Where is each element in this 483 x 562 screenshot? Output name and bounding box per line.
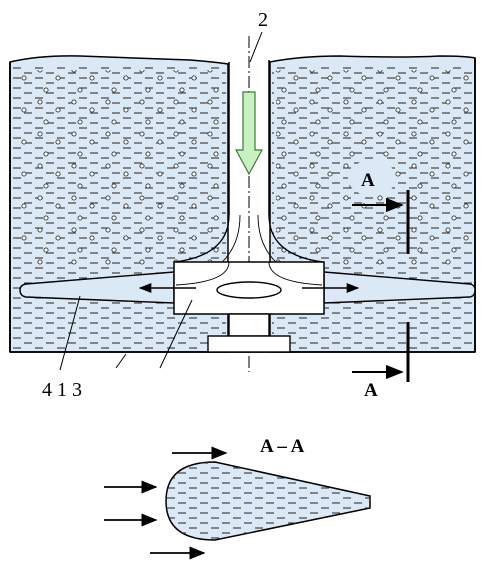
green-flow-arrow [234,91,264,176]
hub-opening [216,281,282,299]
blade-right [323,271,476,304]
section-profile-dashes [166,462,370,540]
blade-left [19,271,175,304]
section-label-upper: A [361,170,375,191]
pipe-flare-right [268,214,324,263]
section-view: A – A [104,436,371,560]
leader-1 [115,353,127,369]
base-plate [207,335,291,353]
section-title: A – A [260,436,305,457]
callouts: 4 1 3 [42,295,193,401]
section-label-backdrop [348,160,396,196]
hub-box [173,261,325,315]
shaft-collar [228,313,270,337]
impeller [19,261,476,353]
tank [9,55,476,353]
hub-flow-right [268,261,323,286]
tank-bubbles-left [16,70,222,266]
pipe-number-label: 2 [258,9,268,31]
pipe-flare-left [174,214,230,263]
section-marker-lower: A [352,322,410,401]
leader-4 [59,295,81,371]
section-marker-upper: A [348,160,410,254]
hub-flow-left [175,261,230,286]
section-label-lower: A [364,380,378,401]
pipe-number-leader [249,31,263,63]
leader-3 [159,299,193,369]
callout-numbers: 4 1 3 [42,379,82,401]
